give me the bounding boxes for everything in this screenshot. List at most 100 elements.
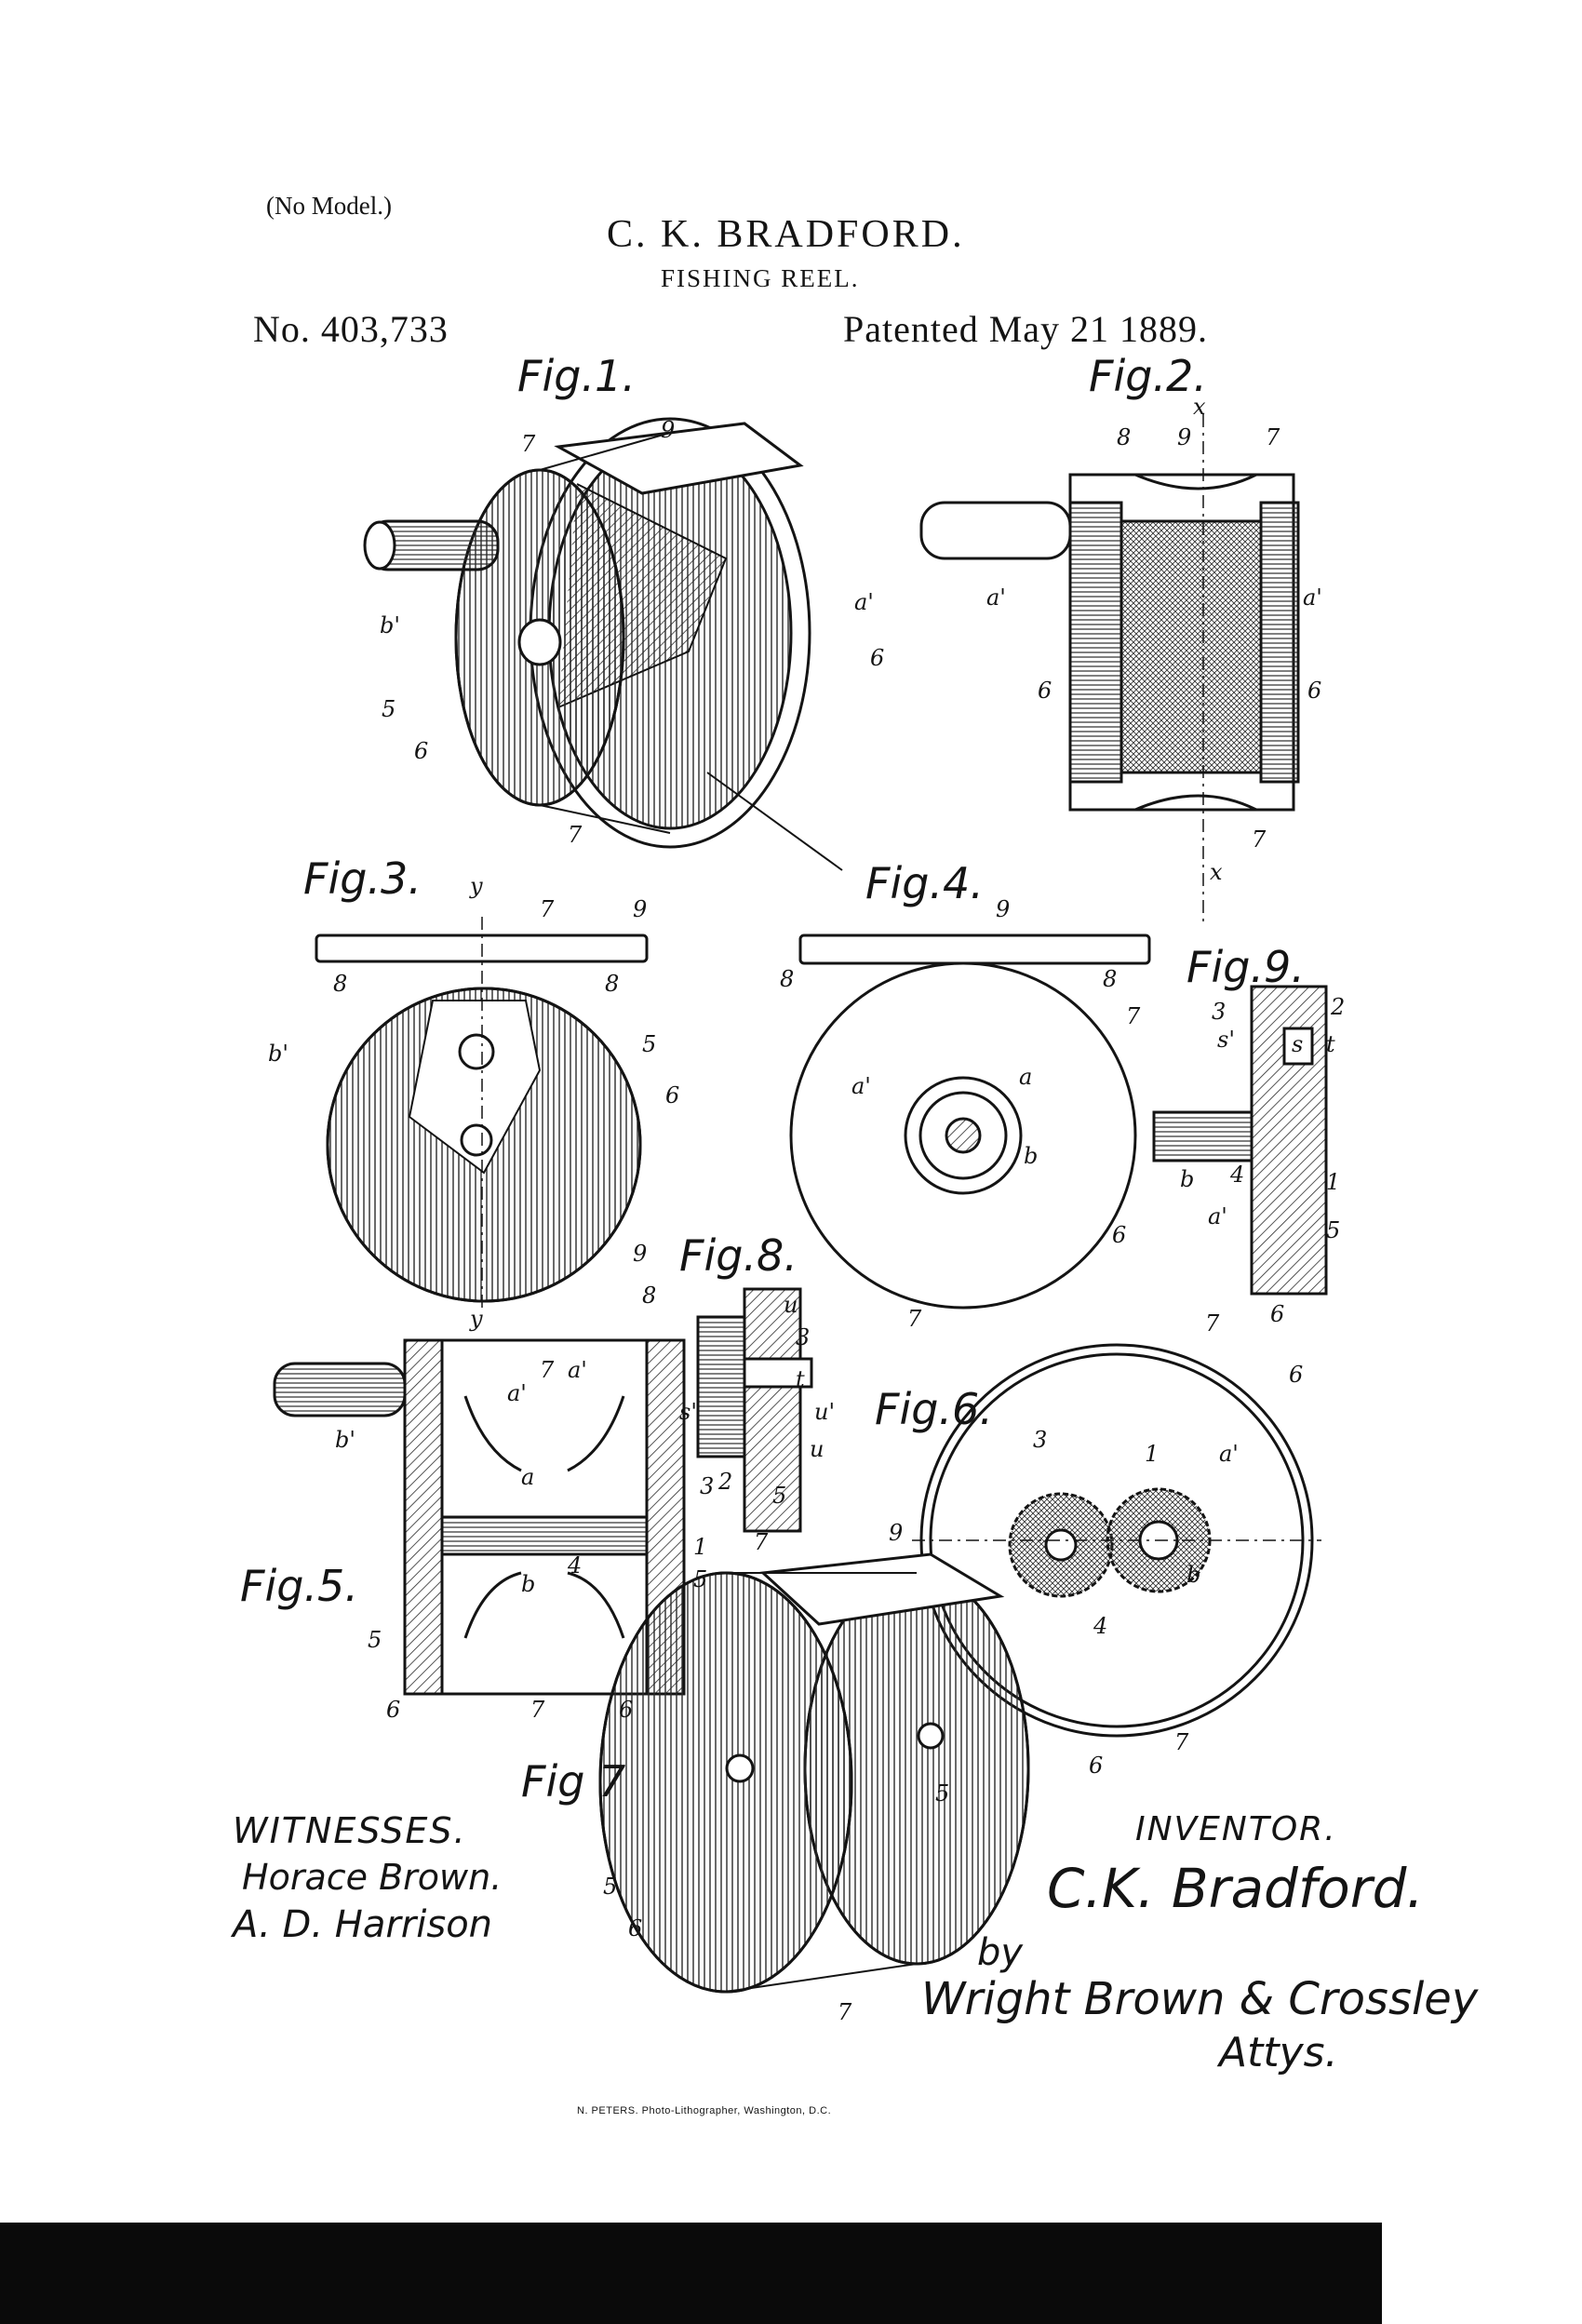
ref-mark: 7 — [521, 431, 536, 457]
ref-mark: a — [1019, 1064, 1032, 1090]
ref-mark: s — [1292, 1031, 1303, 1057]
attorney-signature: Wright Brown & Crossley — [921, 1973, 1479, 2025]
ref-mark: 6 — [1307, 678, 1321, 704]
ref-mark: 6 — [628, 1915, 642, 1941]
ref-mark: 3 — [796, 1324, 810, 1350]
ref-mark: y — [469, 873, 483, 899]
ref-mark: 1 — [1326, 1169, 1340, 1195]
witness-signature: Horace Brown. — [242, 1857, 503, 1898]
ref-mark: a' — [1208, 1203, 1227, 1229]
ref-mark: 6 — [414, 738, 428, 764]
witness-signature: A. D. Harrison — [233, 1903, 493, 1946]
ref-mark: 4 — [1093, 1613, 1107, 1639]
fig2-drawing — [919, 414, 1300, 921]
fig9-drawing — [1152, 985, 1328, 1296]
fig4-label: Fig.4. — [865, 858, 984, 908]
ref-mark: 5 — [935, 1780, 949, 1807]
ref-mark: 3 — [1212, 999, 1226, 1025]
inventor-name-heading: C. K. BRADFORD. — [607, 213, 965, 256]
ref-mark: y — [469, 1306, 483, 1332]
patent-number: No. 403,733 — [253, 308, 449, 350]
ref-mark: s' — [679, 1399, 697, 1425]
ref-mark: a' — [568, 1357, 587, 1383]
ref-mark: 5 — [1326, 1217, 1340, 1243]
ref-mark: 7 — [540, 896, 555, 922]
ref-mark: 4 — [1229, 1162, 1244, 1188]
ref-mark: a' — [854, 589, 874, 615]
ref-mark: 5 — [693, 1566, 707, 1592]
ref-mark: 7 — [540, 1357, 555, 1383]
lithographer-credit: N. PETERS. Photo-Lithographer, Washingto… — [577, 2105, 832, 2116]
ref-mark: 8 — [642, 1283, 656, 1309]
fig6-drawing — [912, 1343, 1321, 1738]
ref-mark: 5 — [382, 696, 396, 722]
patent-date: Patented May 21 1889. — [843, 308, 1209, 350]
ref-mark: 7 — [838, 1999, 852, 2025]
attorney-title: Attys. — [1219, 2029, 1338, 2076]
ref-mark: 7 — [530, 1697, 545, 1723]
ref-mark: b — [1180, 1166, 1194, 1192]
ref-mark: 2 — [1330, 994, 1345, 1020]
fig2-label: Fig.2. — [1089, 351, 1207, 401]
ref-mark: 7 — [754, 1529, 769, 1555]
ref-mark: 6 — [386, 1697, 400, 1723]
ref-mark: x — [1210, 859, 1223, 885]
ref-mark: 4 — [567, 1552, 582, 1578]
fig7-label: Fig 7 — [521, 1756, 625, 1807]
ref-mark: u — [810, 1436, 824, 1462]
ref-mark: u — [784, 1292, 798, 1318]
ref-mark: 8 — [333, 971, 347, 997]
ref-mark: 5 — [603, 1874, 617, 1900]
ref-mark: 9 — [633, 896, 647, 922]
ref-mark: 7 — [568, 822, 583, 848]
ref-mark: 3 — [700, 1473, 714, 1499]
ref-mark: 6 — [1112, 1222, 1126, 1248]
ref-mark: 9 — [633, 1241, 647, 1267]
ref-mark: b' — [380, 612, 400, 638]
attorney-by: by — [977, 1931, 1024, 1974]
ref-mark: 9 — [996, 896, 1010, 922]
ref-mark: a' — [1303, 584, 1322, 611]
fig1-label: Fig.1. — [517, 351, 636, 401]
ref-mark: x — [1193, 394, 1206, 420]
ref-mark: 7 — [1126, 1003, 1141, 1029]
ref-mark: 7 — [1266, 424, 1280, 450]
ref-mark: 9 — [889, 1520, 903, 1546]
fig4-drawing — [789, 934, 1151, 1310]
ref-mark: 8 — [780, 966, 794, 992]
ref-mark: 3 — [1033, 1427, 1047, 1453]
fig9-label: Fig.9. — [1186, 942, 1305, 992]
inventor-signature: C.K. Bradford. — [1047, 1857, 1424, 1920]
model-note: (No Model.) — [266, 192, 392, 220]
fig3-label: Fig.3. — [303, 853, 422, 904]
ref-mark: 5 — [772, 1483, 786, 1509]
ref-mark: 1 — [1145, 1441, 1159, 1467]
ref-mark: 5 — [642, 1031, 656, 1057]
ref-mark: 9 — [661, 417, 675, 443]
ref-mark: a' — [986, 584, 1006, 611]
ref-mark: a — [521, 1464, 534, 1490]
scan-border — [0, 2223, 1382, 2324]
fig6-label: Fig.6. — [875, 1384, 993, 1434]
ref-mark: 2 — [717, 1469, 732, 1495]
patent-title: FISHING REEL. — [661, 264, 860, 292]
scan-border-edge — [1382, 2223, 1582, 2324]
ref-mark: t — [796, 1366, 805, 1392]
fig8-drawing — [696, 1287, 813, 1533]
ref-mark: 9 — [1177, 424, 1191, 450]
ref-mark: s' — [1217, 1027, 1235, 1053]
ref-mark: a' — [507, 1380, 527, 1406]
ref-mark: 6 — [665, 1082, 679, 1108]
ref-mark: 7 — [907, 1306, 922, 1332]
ref-mark: 8 — [605, 971, 619, 997]
witnesses-heading: WITNESSES. — [233, 1810, 467, 1851]
ref-mark: 6 — [1289, 1362, 1303, 1388]
ref-mark: 5 — [368, 1627, 382, 1653]
fig8-label: Fig.8. — [679, 1230, 798, 1281]
ref-mark: b — [521, 1571, 535, 1597]
fig3-drawing — [315, 917, 649, 1308]
ref-mark: 7 — [1174, 1729, 1189, 1755]
ref-mark: 6 — [870, 645, 884, 671]
fig7-drawing — [598, 1552, 1030, 1994]
ref-mark: a' — [1219, 1441, 1239, 1467]
